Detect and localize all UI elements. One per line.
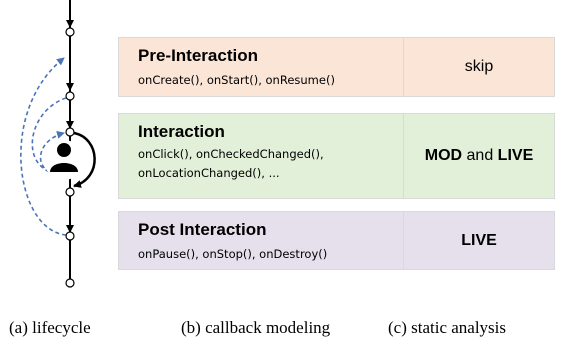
analysis-live: LIVE xyxy=(497,147,534,164)
dashed-arrow-lower xyxy=(20,57,67,236)
callback-box-pre-interaction: Pre-Interaction onCreate(), onStart(), o… xyxy=(118,37,404,97)
callback-box-post-interaction: Post Interaction onPause(), onStop(), on… xyxy=(118,211,404,270)
state-node xyxy=(65,187,75,197)
analysis-mod: MOD xyxy=(424,147,463,164)
phase-title: Post Interaction xyxy=(138,220,267,239)
analysis-box-post-interaction: LIVE xyxy=(404,211,555,270)
row-post-interaction: Post Interaction onPause(), onStop(), on… xyxy=(118,211,555,270)
interaction-loop-arrow xyxy=(73,131,96,188)
state-node xyxy=(65,231,75,241)
state-node xyxy=(65,27,75,37)
row-pre-interaction: Pre-Interaction onCreate(), onStart(), o… xyxy=(118,37,555,97)
analysis-label: MOD and LIVE xyxy=(425,147,533,165)
callback-list: onPause(), onStop(), onDestroy() xyxy=(138,247,328,261)
user-icon xyxy=(44,140,84,180)
analysis-box-pre-interaction: skip xyxy=(404,37,555,97)
analysis-label: LIVE xyxy=(461,231,497,249)
callback-list: onCreate(), onStart(), onResume() xyxy=(138,73,335,87)
dashed-arrow-inner xyxy=(39,130,65,173)
analysis-and: and xyxy=(462,147,498,164)
row-interaction: Interaction onClick(), onCheckedChanged(… xyxy=(118,113,555,199)
state-node xyxy=(65,91,75,101)
state-node xyxy=(65,278,75,288)
caption-static-analysis: (c) static analysis xyxy=(388,318,507,337)
dashed-arrow-upper xyxy=(31,97,67,173)
lifecycle-diagram xyxy=(20,0,96,288)
phase-title: Pre-Interaction xyxy=(138,46,258,65)
caption-lifecycle: (a) lifecycle xyxy=(9,318,91,337)
analysis-box-interaction: MOD and LIVE xyxy=(404,113,555,199)
state-node xyxy=(65,127,75,137)
analysis-label: skip xyxy=(464,58,494,75)
callback-box-interaction: Interaction onClick(), onCheckedChanged(… xyxy=(118,113,404,199)
callback-list: onClick(), onCheckedChanged(), onLocatio… xyxy=(138,147,324,180)
caption-callback-modeling: (b) callback modeling xyxy=(181,318,331,337)
phase-title: Interaction xyxy=(138,122,225,141)
